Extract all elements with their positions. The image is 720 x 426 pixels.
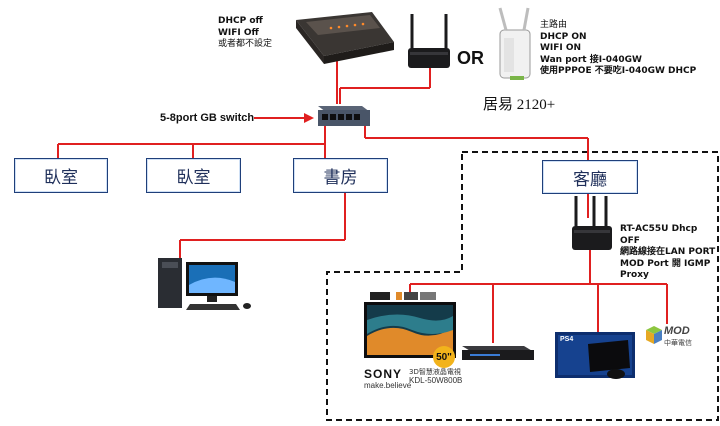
living-room-zone bbox=[326, 151, 719, 421]
sony-tv-device bbox=[364, 292, 456, 358]
room-study: 書房 bbox=[293, 158, 388, 193]
rt-ac55u-router-device bbox=[572, 196, 612, 250]
tv-size-badge: 50" bbox=[433, 346, 455, 368]
router-note-line: 使用PPPOE 不要吃I-040GW DHCP bbox=[540, 66, 697, 76]
ap-note-line: RT-AC55U Dhcp OFF bbox=[620, 224, 698, 246]
main-router-config-note: 主路由 DHCP ON WIFI ON Wan port 接I-040GW 使用… bbox=[540, 20, 696, 78]
router-note-line: WIFI ON bbox=[540, 43, 582, 53]
modem-device bbox=[296, 12, 394, 64]
ap-config-note: RT-AC55U Dhcp OFF 網路線接在LAN PORT MOD Port… bbox=[620, 224, 720, 282]
mod-label: MOD bbox=[664, 325, 690, 337]
desktop-pc-device bbox=[158, 258, 251, 310]
ap-note-line: MOD Port 開 IGMP Proxy bbox=[620, 258, 711, 281]
main-router-device bbox=[408, 14, 450, 68]
room-bedroom-1: 臥室 bbox=[14, 158, 108, 193]
modem-note-line: DHCP off bbox=[218, 16, 263, 26]
router-note-line: Wan port 接I-040GW bbox=[540, 54, 642, 65]
network-switch-device bbox=[318, 106, 370, 126]
switch-label: 5-8port GB switch bbox=[160, 112, 255, 124]
tv-model-number: KDL-50W800B bbox=[409, 376, 463, 385]
room-living-room: 客廳 bbox=[542, 160, 638, 194]
tv-brand: SONY bbox=[364, 367, 403, 381]
ps4-label: PS4 bbox=[560, 336, 574, 343]
router-note-line: DHCP ON bbox=[540, 31, 587, 42]
ps4-box-device bbox=[555, 332, 635, 379]
modem-note-line: WIFI Off bbox=[218, 27, 259, 38]
room-bedroom-2: 臥室 bbox=[146, 158, 241, 193]
router-brand-label: 居易 2120+ bbox=[483, 97, 556, 113]
or-label: OR bbox=[457, 48, 484, 68]
ap-note-line: 網路線接在LAN PORT bbox=[620, 247, 716, 257]
draytek-router-device bbox=[498, 7, 531, 80]
mod-sublabel: 中華電信 bbox=[664, 339, 692, 347]
mod-icon bbox=[646, 326, 662, 344]
tv-model-desc: 3D智慧液晶電視 bbox=[409, 368, 461, 376]
modem-note-line: 或者都不設定 bbox=[218, 39, 273, 49]
tv-tagline: make.believe bbox=[364, 381, 412, 390]
modem-config-note: DHCP off WIFI Off 或者都不設定 bbox=[218, 16, 272, 51]
router-note-line: 主路由 bbox=[540, 20, 568, 30]
bluray-player-device bbox=[462, 346, 534, 360]
